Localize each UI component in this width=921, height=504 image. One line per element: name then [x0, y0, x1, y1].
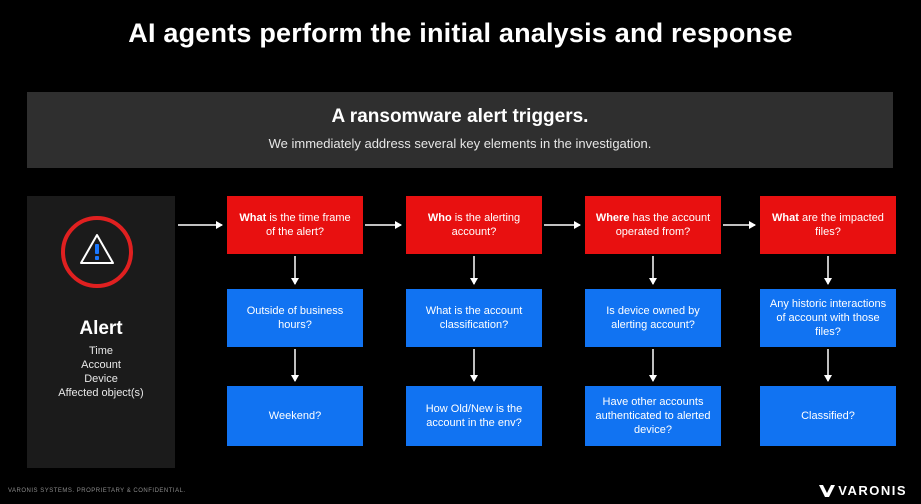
- step-box-account-age: How Old/New is the account in the env?: [406, 386, 542, 446]
- logo-text: VARONIS: [838, 483, 907, 498]
- step-box-other-accounts: Have other accounts authenticated to ale…: [585, 386, 721, 446]
- banner-title: A ransomware alert triggers.: [331, 106, 589, 127]
- alert-item: Account: [81, 359, 121, 371]
- warning-icon: [80, 234, 114, 264]
- banner-subtitle: We immediately address several key eleme…: [268, 136, 652, 151]
- varonis-logo-icon: [819, 484, 836, 497]
- question-text: Who is the alerting account?: [427, 212, 521, 238]
- alert-ring: [61, 216, 133, 288]
- step-box-weekend: Weekend?: [227, 386, 363, 446]
- step-box-historic-interactions: Any historic interactions of account wit…: [760, 289, 896, 347]
- alert-item-list: Time Account Device Affected object(s): [27, 344, 175, 400]
- question-box-time-frame: What is the time frame of the alert?: [227, 196, 363, 254]
- banner: A ransomware alert triggers. We immediat…: [27, 92, 893, 168]
- alert-panel: Alert Time Account Device Affected objec…: [27, 196, 175, 468]
- alert-item: Time: [88, 345, 114, 357]
- footer-legal: VARONIS SYSTEMS. PROPRIETARY & CONFIDENT…: [8, 488, 186, 494]
- question-text: Where has the account operated from?: [595, 212, 711, 238]
- alert-item: Affected object(s): [58, 387, 144, 399]
- question-text: What is the time frame of the alert?: [239, 212, 351, 238]
- slide-title: AI agents perform the initial analysis a…: [128, 18, 793, 48]
- step-box-account-classification: What is the account classification?: [406, 289, 542, 347]
- question-box-alerting-account: Who is the alerting account?: [406, 196, 542, 254]
- step-box-classified: Classified?: [760, 386, 896, 446]
- step-box-business-hours: Outside of business hours?: [227, 289, 363, 347]
- alert-heading: Alert: [79, 318, 123, 339]
- question-box-operated-from: Where has the account operated from?: [585, 196, 721, 254]
- question-text: What are the impacted files?: [772, 212, 884, 238]
- step-box-device-owned: Is device owned by alerting account?: [585, 289, 721, 347]
- question-box-impacted-files: What are the impacted files?: [760, 196, 896, 254]
- alert-item: Device: [84, 373, 118, 385]
- varonis-logo: VARONIS: [819, 483, 907, 498]
